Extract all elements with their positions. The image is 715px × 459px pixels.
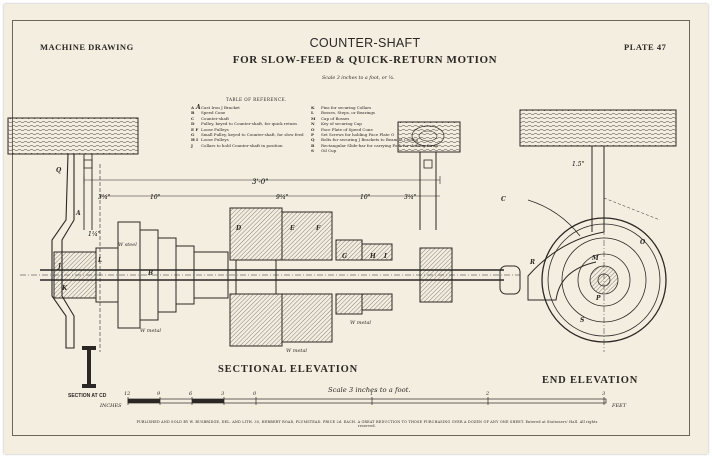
scale-tick-6: 6 — [189, 391, 193, 397]
part-label-q: Q — [56, 167, 62, 174]
dim-6-text: 1¼" — [88, 231, 101, 238]
ceiling-beam-left — [7, 117, 139, 155]
part-label-b: B — [147, 270, 153, 277]
dim-2-text: 9¼" — [276, 194, 289, 201]
scale-tick-3ft: 3 — [602, 391, 606, 397]
part-label-d: D — [235, 225, 242, 232]
scale-tick-3: 3 — [221, 391, 225, 397]
left-j-bracket — [51, 153, 75, 349]
ceiling-beam-middle — [397, 121, 461, 153]
scale-bar-inches-label: INCHES — [100, 403, 122, 409]
part-label-g: G — [342, 253, 347, 260]
section-cd-label: SECTION AT CD — [68, 393, 107, 399]
plate-number: PLATE 47 — [624, 42, 667, 52]
scale-note: Scale 3 inches to a foot, or ¼. — [322, 76, 395, 81]
dim-4-text: 3¼" — [98, 194, 111, 201]
dim-5-text: 3¼" — [404, 194, 417, 201]
plate-subtitle: FOR SLOW-FEED & QUICK-RETURN MOTION — [232, 54, 498, 66]
scale-tick-2ft: 2 — [486, 391, 490, 397]
publisher-footer: PUBLISHED AND SOLD BY W. BUSBRIDGE, DEL.… — [136, 420, 598, 428]
pulley-d — [229, 207, 283, 347]
scale-tick-1ft: 1 — [370, 391, 374, 397]
scale-tick-0: 0 — [253, 391, 257, 397]
part-label-m: M — [591, 255, 599, 262]
dimension-overall — [83, 176, 441, 184]
pulley-e-f — [281, 211, 333, 343]
dim-7-text: 1.5" — [572, 161, 585, 168]
part-label-l: L — [97, 257, 102, 264]
note-steel: W steel — [118, 242, 137, 248]
part-label-a2: A — [75, 210, 81, 217]
note-metal-3: W metal — [350, 320, 371, 326]
scale-tick-12: 12 — [124, 391, 131, 397]
part-label-s: S — [580, 317, 585, 324]
part-label-j: J — [57, 263, 62, 270]
pulley-g-h-i — [335, 239, 393, 315]
part-label-f: F — [315, 225, 321, 232]
part-label-i: I — [383, 253, 387, 260]
scale-tick-9: 9 — [157, 391, 161, 397]
scale-bar-feet-label: FEET — [612, 403, 627, 409]
note-metal-2: W metal — [286, 348, 307, 354]
dim-overall-text: 3'-0" — [252, 178, 268, 186]
scale-bar-caption: Scale 3 inches to a foot. — [328, 386, 411, 394]
plate-border — [12, 20, 690, 436]
part-label-r: R — [529, 259, 535, 266]
part-label-e: E — [289, 225, 295, 232]
part-label-p: P — [595, 295, 601, 302]
dim-3-text: 10" — [360, 194, 371, 201]
ceiling-beam-end — [519, 109, 677, 147]
part-label-h: H — [369, 253, 376, 260]
end-elevation-label: END ELEVATION — [542, 375, 639, 386]
note-metal: W metal — [140, 328, 161, 334]
part-label-a: A — [195, 104, 201, 111]
dim-1-text: 10" — [150, 194, 161, 201]
series-title: MACHINE DRAWING — [40, 42, 134, 52]
sectional-elevation-label: SECTIONAL ELEVATION — [218, 364, 358, 375]
section-cd-profile — [82, 346, 96, 388]
drawing-sheet — [4, 4, 708, 454]
part-label-k: K — [61, 285, 68, 292]
part-label-o: O — [640, 239, 646, 246]
reference-table-title: TABLE OF REFERENCE. — [226, 97, 287, 102]
part-label-c: C — [501, 196, 506, 203]
plate-title: COUNTER-SHAFT — [309, 36, 421, 50]
